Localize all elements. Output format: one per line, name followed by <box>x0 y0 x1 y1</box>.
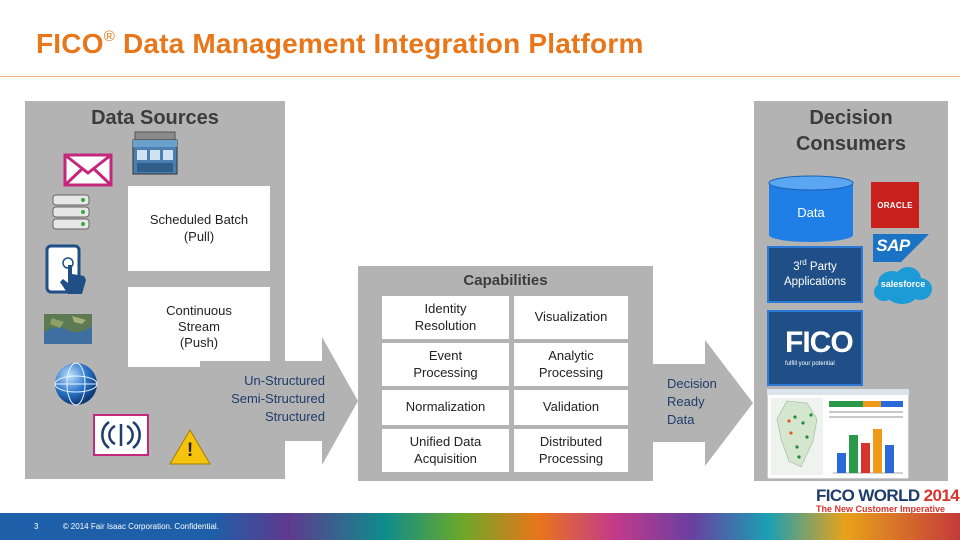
fico-world-title: FICO WORLD 2014 <box>816 486 960 505</box>
continuous-stream-box: Continuous Stream (Push) <box>128 287 270 367</box>
fico-world-logo: FICO WORLD 2014 The New Customer Imperat… <box>816 486 960 514</box>
fico-logo-text: FICO <box>785 325 854 359</box>
oracle-logo: ORACLE <box>871 182 919 228</box>
wireless-signal-icon <box>93 414 149 456</box>
ingest-label-semistructured: Semi-Structured <box>231 391 325 407</box>
salesforce-cloud-logo <box>874 267 932 304</box>
footer-color-band <box>0 513 960 540</box>
scheduled-batch-box: Scheduled Batch (Pull) <box>128 186 270 271</box>
title-divider <box>0 76 960 77</box>
fico-product-tile: FICO fulfill your potential <box>767 310 863 386</box>
copyright-notice: © 2014 Fair Isaac Corporation. Confident… <box>62 522 219 531</box>
decision-consumers-heading: Decision Consumers <box>795 107 907 155</box>
footer-info: 3 © 2014 Fair Isaac Corporation. Confide… <box>34 522 241 531</box>
capability-identity-resolution: Identity Resolution <box>382 296 509 339</box>
registered-mark: ® <box>103 28 115 45</box>
salesforce-logo-text: salesforce <box>880 279 926 289</box>
output-label-data: Data <box>667 412 695 428</box>
ingest-arrow-labels: Un-Structured Semi-Structured Structured <box>195 372 325 427</box>
capability-distributed-processing: Distributed Processing <box>514 429 628 472</box>
tablet-touch-icon <box>45 244 86 294</box>
output-label-ready: Ready <box>667 394 705 410</box>
dashboard-thumbnail <box>767 389 909 479</box>
data-cylinder-icon <box>768 175 854 242</box>
data-sources-heading: Data Sources <box>91 107 219 129</box>
capability-normalization: Normalization <box>382 390 509 425</box>
globe-icon <box>54 362 98 406</box>
scheduled-batch-label: Scheduled Batch (Pull) <box>149 212 249 244</box>
capability-unified-data-acquisition: Unified Data Acquisition <box>382 429 509 472</box>
decision-output-arrow <box>653 340 753 466</box>
sap-logo-text: SAP <box>876 236 910 255</box>
capability-event-processing: Event Processing <box>382 343 509 386</box>
fico-tagline: fulfill your potential <box>785 360 835 367</box>
capability-analytic-processing: Analytic Processing <box>514 343 628 386</box>
database-icon <box>52 194 90 230</box>
output-label-decision: Decision <box>667 376 717 391</box>
capability-validation: Validation <box>514 390 628 425</box>
fico-world-tagline: The New Customer Imperative <box>816 504 946 514</box>
continuous-stream-label: Continuous Stream (Push) <box>166 302 232 351</box>
decision-output-labels: Decision Ready Data <box>667 375 737 430</box>
third-party-apps-tile: 3rd Party Applications <box>767 246 863 303</box>
third-party-apps-label: 3rd Party Applications <box>783 258 846 289</box>
data-cylinder-label: Data <box>797 205 825 220</box>
ingest-arrow <box>200 337 358 465</box>
page-number: 3 <box>34 522 39 531</box>
ingest-label-unstructured: Un-Structured <box>244 373 325 388</box>
alert-glyph: ! <box>186 440 194 461</box>
alert-triangle-icon <box>169 429 211 465</box>
satellite-map-thumbnail <box>44 314 92 344</box>
envelope-icon <box>63 153 113 187</box>
slide-title: FICO® Data Management Integration Platfo… <box>36 28 644 59</box>
ingest-label-structured: Structured <box>265 409 325 425</box>
storefront-icon <box>132 131 178 175</box>
sap-logo <box>873 234 929 262</box>
capabilities-heading: Capabilities <box>463 272 548 289</box>
capability-visualization: Visualization <box>514 296 628 339</box>
